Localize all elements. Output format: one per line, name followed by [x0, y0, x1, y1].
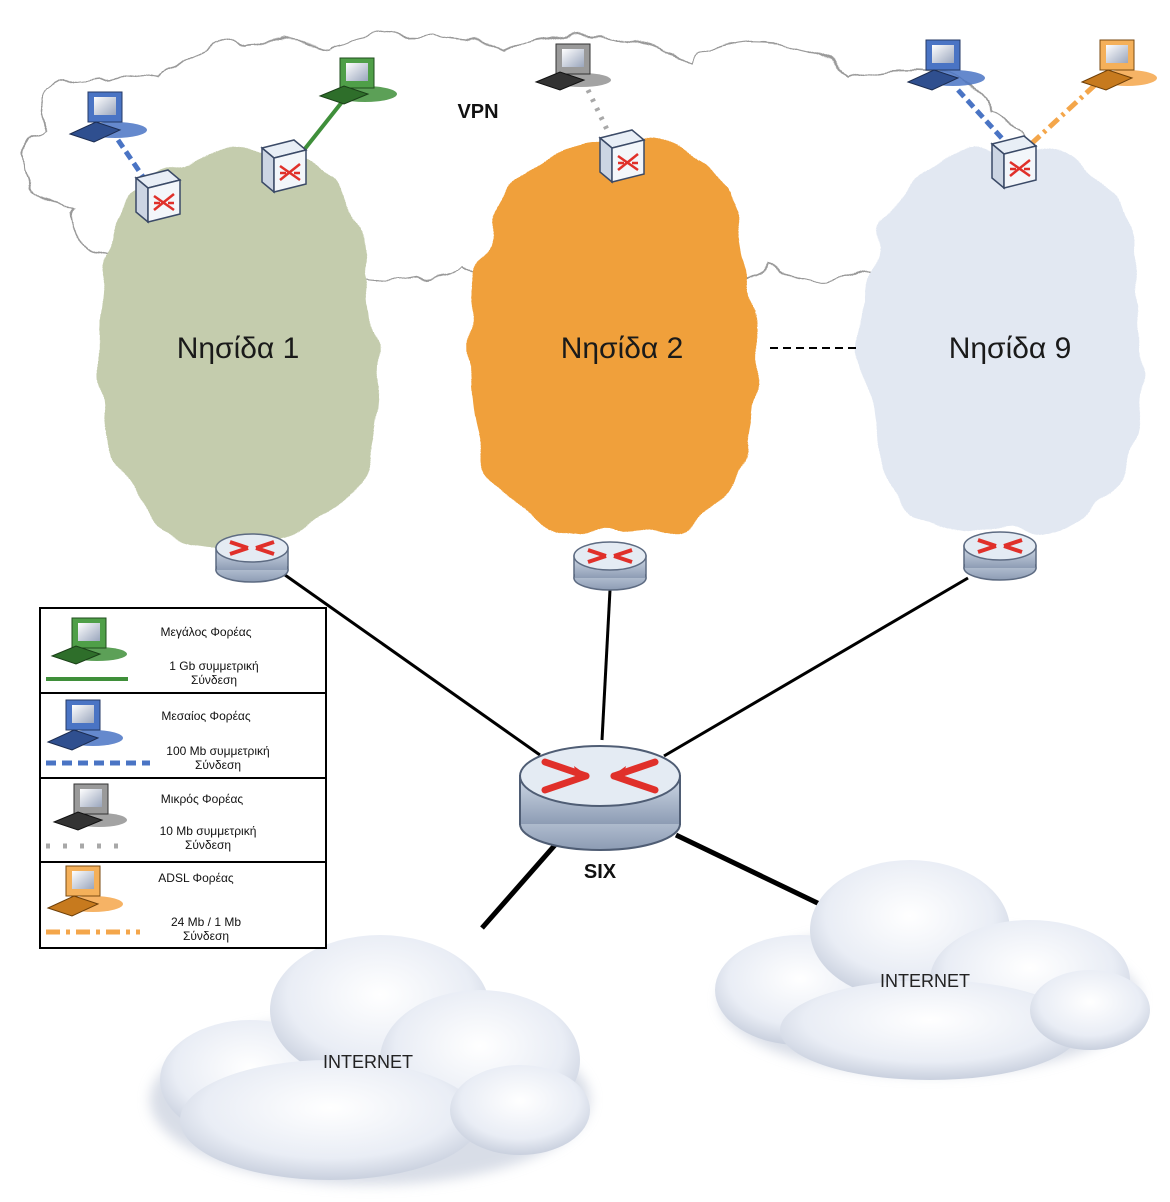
router-icon-zone2: [572, 540, 648, 592]
internet-links: [480, 832, 834, 930]
computer-icon-medium: [68, 91, 147, 143]
legend-item-large: Μεγάλος Φορέας 1 Gb συμμετρική Σύνδεση: [46, 617, 259, 687]
legend-line2: Σύνδεση: [185, 838, 231, 852]
link-zone1-six: [284, 573, 541, 757]
link-zone2-six: [600, 589, 612, 741]
link-zone9-six: [663, 576, 969, 758]
legend-line1: 1 Gb συμμετρική: [169, 659, 258, 673]
legend-title: Μεσαίος Φορέας: [161, 709, 251, 723]
link-medium-zone9: [956, 88, 1010, 147]
vpn-label: VPN: [457, 101, 498, 123]
legend-item-adsl: ADSL Φορέας 24 Mb / 1 Mb Σύνδεση: [46, 865, 241, 943]
computer-icon-large: [50, 617, 127, 665]
legend-title: Μικρός Φορέας: [161, 792, 244, 806]
router-icon-zone1: [214, 532, 290, 584]
switch-icon: [260, 138, 308, 194]
legend-line2: Σύνδεση: [195, 758, 241, 772]
legend-line1: 24 Mb / 1 Mb: [171, 915, 241, 929]
computer-icon-medium: [906, 39, 985, 91]
link-six-internet-right: [674, 832, 834, 913]
legend-title: Μεγάλος Φορέας: [160, 625, 251, 639]
internet-left-label: INTERNET: [323, 1052, 413, 1072]
computer-icon-adsl: [46, 865, 123, 917]
switch-icon: [990, 134, 1038, 190]
legend: Μεγάλος Φορέας 1 Gb συμμετρική Σύνδεση Μ…: [39, 607, 327, 949]
computer-icon-small: [52, 783, 127, 831]
router-icon-zone9: [962, 530, 1038, 582]
legend-line1: 100 Mb συμμετρική: [166, 744, 269, 758]
legend-line2: Σύνδεση: [191, 673, 237, 687]
backbone-links: [284, 573, 969, 758]
computer-icon-adsl: [1080, 39, 1157, 91]
zone-2-label: Νησίδα 2: [561, 332, 684, 365]
six-router-icon: [519, 745, 681, 851]
zone-1-cloud: [97, 148, 378, 545]
zone-9-cloud: [862, 148, 1143, 535]
six-label: SIX: [584, 861, 617, 883]
legend-line2: Σύνδεση: [183, 929, 229, 943]
computer-icon-large: [318, 57, 397, 105]
computer-icon-small: [534, 43, 611, 91]
legend-line1: 10 Mb συμμετρική: [160, 824, 257, 838]
link-six-internet-left: [480, 843, 557, 930]
switch-icon: [598, 128, 646, 184]
legend-item-small: Μικρός Φορέας 10 Mb συμμετρική Σύνδεση: [46, 783, 257, 852]
zone-9-label: Νησίδα 9: [949, 332, 1072, 365]
switch-icon: [134, 168, 182, 224]
internet-cloud-right: [715, 860, 1150, 1080]
internet-right-label: INTERNET: [880, 971, 970, 991]
internet-cloud-left: [150, 935, 590, 1185]
zone-2-cloud: [472, 138, 758, 535]
legend-title: ADSL Φορέας: [158, 871, 234, 885]
legend-item-medium: Μεσαίος Φορέας 100 Mb συμμετρική Σύνδεση: [46, 699, 270, 772]
computer-icon-medium: [46, 699, 123, 751]
link-adsl-zone9: [1028, 83, 1097, 147]
zone-1-label: Νησίδα 1: [177, 332, 300, 365]
